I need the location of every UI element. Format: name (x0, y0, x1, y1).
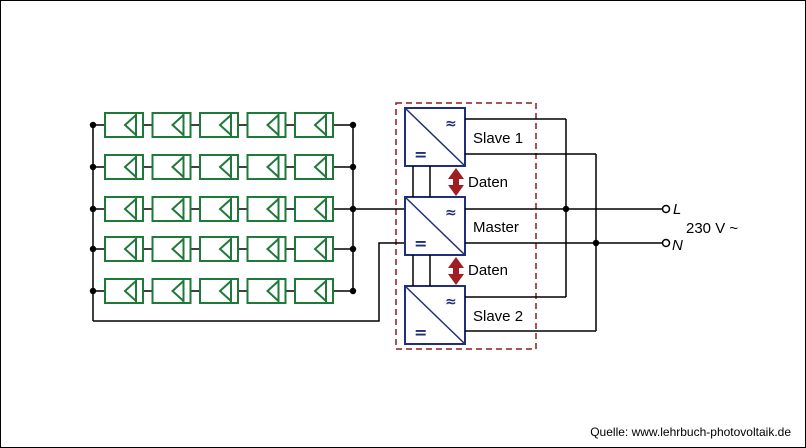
junction-dot (349, 205, 357, 213)
pv-module (151, 236, 192, 262)
inverter-slave-2: ≈ = (404, 285, 466, 345)
pv-junction-dots (89, 121, 357, 295)
pv-module (294, 236, 334, 262)
junction-dot (89, 121, 97, 129)
slave1-ac-symbol: ≈ (445, 116, 457, 132)
pv-module (199, 236, 239, 262)
slave2-dc-symbol: = (414, 323, 427, 342)
pv-module (151, 112, 192, 138)
pv-module (104, 112, 144, 138)
pv-module (199, 196, 239, 222)
junction-dot (349, 287, 357, 295)
junction-dot (89, 287, 97, 295)
pv-module (104, 154, 144, 180)
pv-module (104, 278, 144, 304)
label-slave-1: Slave 1 (473, 130, 523, 147)
junction-dot (89, 245, 97, 253)
pv-module (294, 196, 334, 222)
inverter-master: ≈ = (404, 196, 466, 256)
master-dc-minus (93, 242, 405, 322)
pv-module (199, 154, 239, 180)
terminal-L (661, 204, 671, 214)
label-data-bottom: Daten (468, 262, 508, 279)
pv-module (151, 154, 192, 180)
pv-module (246, 112, 287, 138)
ac-junction-dots (562, 205, 600, 247)
pv-module-array (93, 112, 353, 304)
pv-module (104, 196, 144, 222)
label-L: L (673, 201, 681, 218)
junction-dot (349, 163, 357, 171)
pv-module (199, 278, 239, 304)
data-arrow-top (448, 168, 464, 196)
master-dc-symbol: = (414, 234, 427, 253)
inverter-slave-1: ≈ = (404, 107, 466, 167)
inverter-group-dashed-box (395, 102, 537, 350)
master-ac-symbol: ≈ (445, 205, 457, 221)
pv-module (246, 278, 287, 304)
pv-module (104, 236, 144, 262)
label-N: N (672, 237, 683, 254)
pv-module (246, 236, 287, 262)
junction-dot (89, 205, 97, 213)
pv-module (151, 278, 192, 304)
pv-module (151, 196, 192, 222)
pv-module (199, 112, 239, 138)
slave2-ac-symbol: ≈ (445, 294, 457, 310)
pv-module (246, 196, 287, 222)
pv-module (294, 154, 334, 180)
source-credit: Quelle: www.lehrbuch-photovoltaik.de (590, 425, 791, 439)
label-voltage: 230 V ~ (686, 220, 738, 237)
label-slave-2: Slave 2 (473, 308, 523, 325)
junction-dot (349, 245, 357, 253)
junction-dot (349, 121, 357, 129)
slave1-dc-symbol: = (414, 145, 427, 164)
junction-dot (89, 163, 97, 171)
terminal-N (661, 238, 671, 248)
data-arrow-bottom (448, 257, 464, 285)
label-data-top: Daten (468, 174, 508, 191)
label-master: Master (473, 219, 519, 236)
pv-module (294, 112, 334, 138)
dc-inverter-links (412, 166, 431, 286)
pv-module (294, 278, 334, 304)
pv-module (246, 154, 287, 180)
